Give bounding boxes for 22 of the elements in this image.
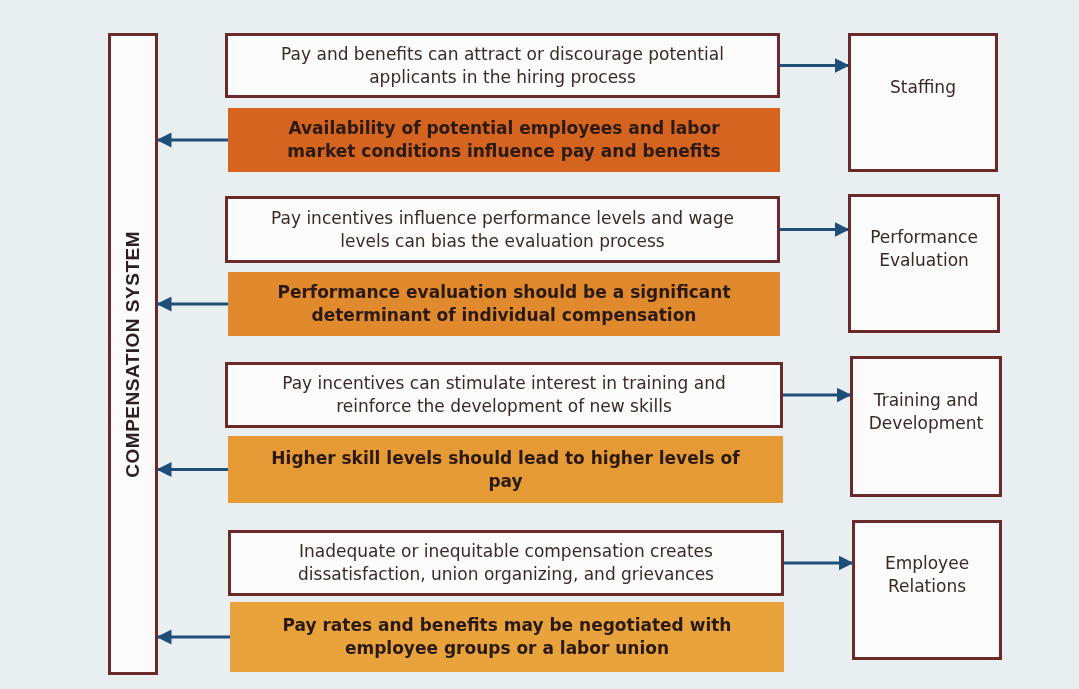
arrow <box>780 58 850 73</box>
arrow <box>156 296 228 312</box>
vertical-bar <box>108 33 158 675</box>
highlighted-text-box: Availability of potential employees and labor market conditions influence pay and benefits <box>228 108 780 172</box>
text-box: Pay incentives can stimulate interest in training and reinforce the development of new skills <box>225 362 783 428</box>
text-box: Pay incentives influence performance levels and wage levels can bias the evaluation process <box>225 196 780 263</box>
highlighted-text-box: Higher skill levels should lead to higher levels of pay <box>228 436 783 503</box>
highlighted-text-box: Performance evaluation should be a significant determinant of individual compensation <box>228 272 780 336</box>
text-box: Inadequate or inequitable compensation creates dissatisfaction, union organizing, and grievances <box>228 530 784 596</box>
arrow <box>156 132 228 148</box>
arrow <box>783 387 852 403</box>
category-box: Staffing <box>848 33 998 172</box>
vertical-title: COMPENSATION SYSTEM <box>122 230 144 478</box>
arrow <box>784 555 854 571</box>
arrow <box>156 629 230 645</box>
highlighted-text-box: Pay rates and benefits may be negotiated with employee groups or a labor union <box>230 602 784 672</box>
arrow <box>156 462 228 477</box>
category-box: Training and Development <box>850 356 1002 497</box>
text-box: Pay and benefits can attract or discourage potential applicants in the hiring process <box>225 33 780 98</box>
arrow <box>780 222 850 237</box>
category-box: Employee Relations <box>852 520 1002 660</box>
category-box: Performance Evaluation <box>848 194 1000 333</box>
